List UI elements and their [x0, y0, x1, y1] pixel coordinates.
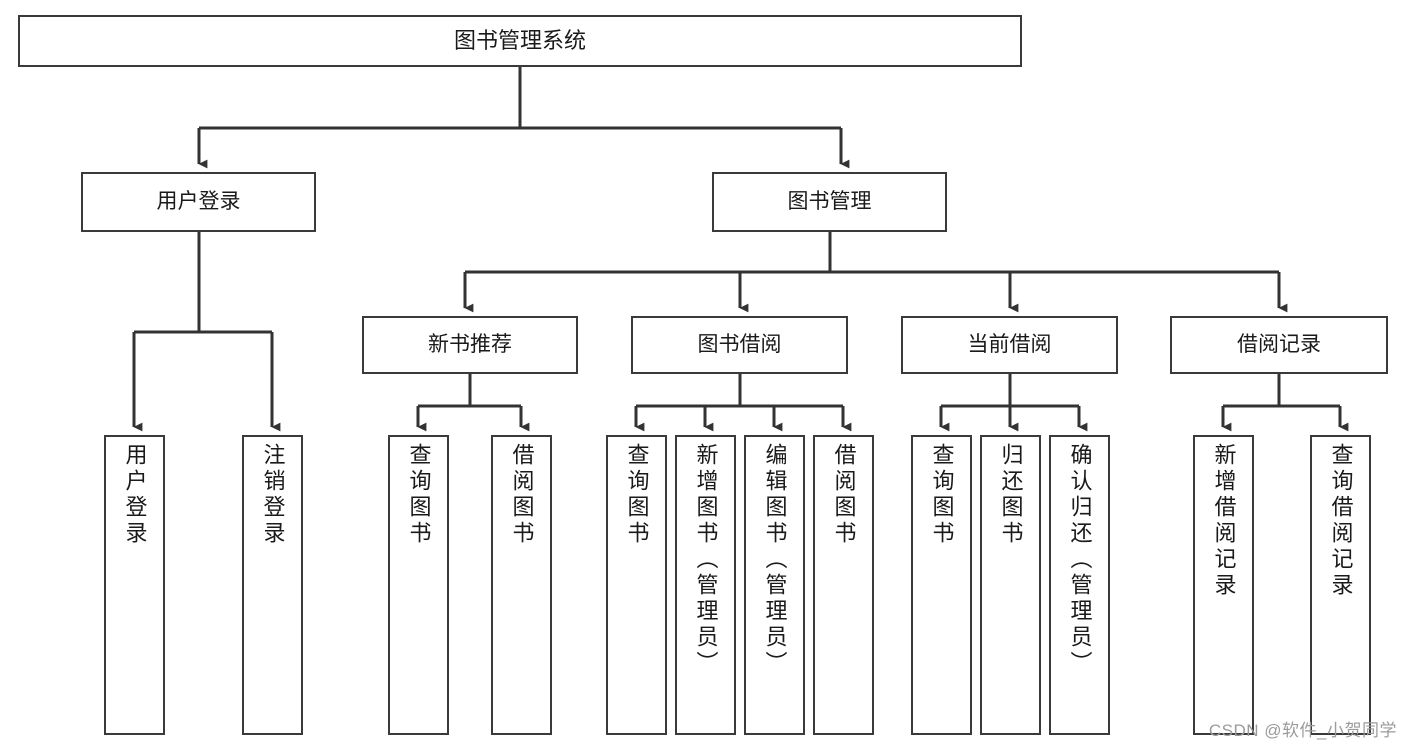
node-book-manage-label: 图书管理 [787, 189, 872, 213]
leaf-confirm-return-label: 确认归还（管理员） [1067, 443, 1093, 677]
node-user-login[interactable]: 用户登录 [81, 172, 316, 232]
leaf-user-login-label: 用户登录 [122, 443, 148, 547]
node-root-label: 图书管理系统 [453, 28, 586, 54]
node-new-book-rec-label: 新书推荐 [428, 332, 512, 356]
node-borrow-record-label: 借阅记录 [1237, 332, 1321, 356]
leaf-query-record-label: 查询借阅记录 [1328, 443, 1354, 599]
node-book-manage[interactable]: 图书管理 [712, 172, 947, 232]
leaf-borrow-book-1[interactable]: 借阅图书 [491, 435, 552, 735]
node-borrow-record[interactable]: 借阅记录 [1170, 316, 1388, 374]
leaf-query-record[interactable]: 查询借阅记录 [1310, 435, 1371, 735]
watermark: CSDN @软件_小贺同学 [1208, 721, 1397, 740]
leaf-borrow-book-2[interactable]: 借阅图书 [813, 435, 874, 735]
node-root[interactable]: 图书管理系统 [18, 15, 1022, 67]
leaf-user-login[interactable]: 用户登录 [104, 435, 165, 735]
node-book-borrow[interactable]: 图书借阅 [631, 316, 848, 374]
leaf-borrow-book-1-label: 借阅图书 [509, 443, 535, 547]
leaf-add-book-label: 新增图书（管理员） [693, 443, 719, 677]
leaf-query-book-2[interactable]: 查询图书 [606, 435, 667, 735]
leaf-query-book-3-label: 查询图书 [929, 443, 955, 547]
leaf-add-record-label: 新增借阅记录 [1211, 443, 1237, 599]
node-user-login-label: 用户登录 [156, 189, 241, 213]
leaf-return-book-label: 归还图书 [998, 443, 1024, 547]
leaf-confirm-return[interactable]: 确认归还（管理员） [1049, 435, 1110, 735]
leaf-query-book-1[interactable]: 查询图书 [388, 435, 449, 735]
node-new-book-rec[interactable]: 新书推荐 [362, 316, 578, 374]
leaf-add-book[interactable]: 新增图书（管理员） [675, 435, 736, 735]
leaf-return-book[interactable]: 归还图书 [980, 435, 1041, 735]
leaf-edit-book[interactable]: 编辑图书（管理员） [744, 435, 805, 735]
leaf-logout[interactable]: 注销登录 [242, 435, 303, 735]
leaf-query-book-1-label: 查询图书 [406, 443, 432, 547]
leaf-borrow-book-2-label: 借阅图书 [831, 443, 857, 547]
node-current-borrow-label: 当前借阅 [967, 332, 1052, 356]
leaf-logout-label: 注销登录 [260, 443, 286, 547]
leaf-query-book-3[interactable]: 查询图书 [911, 435, 972, 735]
leaf-query-book-2-label: 查询图书 [624, 443, 650, 547]
node-book-borrow-label: 图书借阅 [697, 332, 782, 356]
node-current-borrow[interactable]: 当前借阅 [901, 316, 1118, 374]
leaf-edit-book-label: 编辑图书（管理员） [762, 443, 788, 677]
leaf-add-record[interactable]: 新增借阅记录 [1193, 435, 1254, 735]
